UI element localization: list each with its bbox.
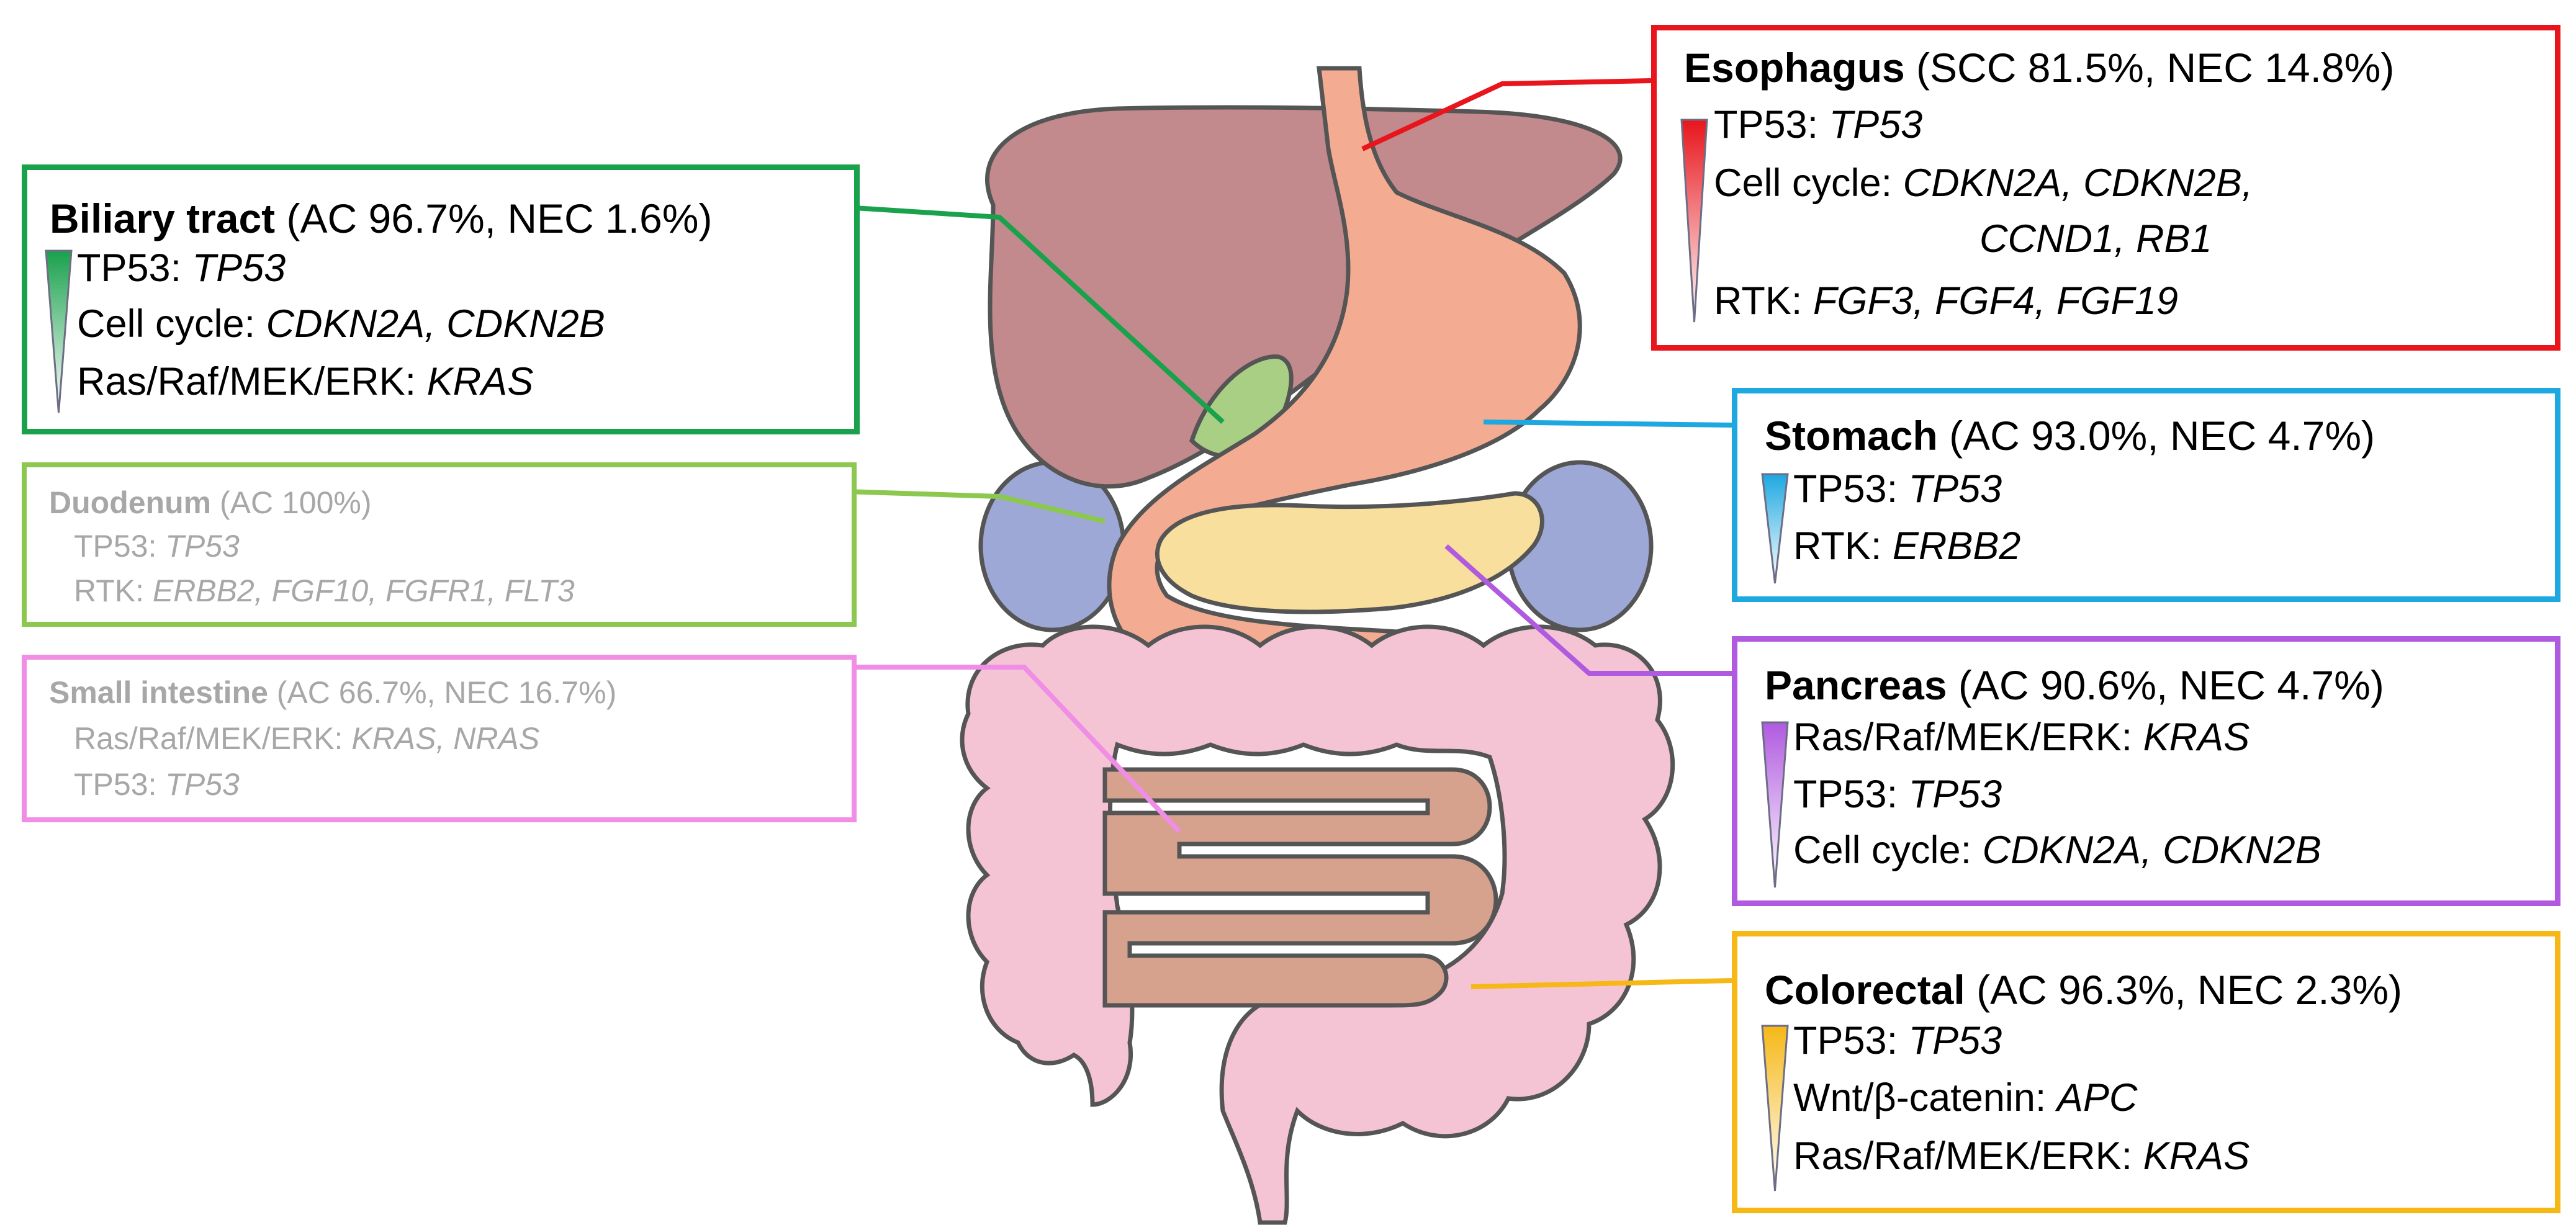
- colorectal-stats: (AC 96.3%, NEC 2.3%): [1965, 967, 2402, 1013]
- stomach-leader: [1483, 420, 1732, 428]
- stomach-box: Stomach (AC 93.0%, NEC 4.7%) TP53: TP53 …: [1732, 388, 2560, 602]
- stomach-title: Stomach (AC 93.0%, NEC 4.7%): [1765, 412, 2375, 459]
- pancreas-row-2: TP53: TP53: [1793, 773, 2002, 816]
- esophagus-row-2: Cell cycle: CDKN2A, CDKN2B,: [1714, 161, 2253, 205]
- pancreas-row-1: Ras/Raf/MEK/ERK: KRAS: [1793, 716, 2250, 759]
- colorectal-row-2: Wnt/β-catenin: APC: [1793, 1076, 2138, 1120]
- small-intestine-leader: [807, 665, 1181, 833]
- stomach-name: Stomach: [1765, 413, 1938, 459]
- esophagus-wedge: [1680, 119, 1708, 323]
- esophagus-leader: [1361, 78, 1652, 151]
- colorectal-row-1: TP53: TP53: [1793, 1019, 2002, 1062]
- duodenum-row-1: TP53: TP53: [74, 529, 240, 563]
- small-bowel: [1102, 767, 1498, 1008]
- colon: [960, 624, 1675, 1225]
- esophagus-row-3: CCND1, RB1: [1979, 217, 2212, 261]
- duodenum-box: Duodenum (AC 100%) TP53: TP53 RTK: ERBB2…: [22, 462, 857, 627]
- biliary-leader: [806, 202, 1225, 424]
- small-intestine-row-1: Ras/Raf/MEK/ERK: KRAS, NRAS: [74, 721, 540, 756]
- pancreas-row-3: Cell cycle: CDKN2A, CDKN2B: [1793, 828, 2322, 872]
- esophagus-row-4: RTK: FGF3, FGF4, FGF19: [1714, 279, 2178, 323]
- biliary-wedge: [45, 249, 73, 413]
- colorectal-leader: [1470, 978, 1732, 989]
- biliary-name: Biliary tract: [50, 195, 276, 241]
- esophagus-name: Esophagus: [1684, 45, 1905, 91]
- pancreas-leader: [1444, 544, 1732, 676]
- biliary-title: Biliary tract (AC 96.7%, NEC 1.6%): [50, 195, 712, 242]
- colorectal-box: Colorectal (AC 96.3%, NEC 2.3%) TP53: TP…: [1732, 931, 2560, 1213]
- duodenum-row-2: RTK: ERBB2, FGF10, FGFR1, FLT3: [74, 573, 575, 608]
- pancreas-organ: [1155, 491, 1544, 614]
- pancreas-title: Pancreas (AC 90.6%, NEC 4.7%): [1765, 662, 2384, 709]
- biliary-row-1: TP53: TP53: [77, 246, 286, 290]
- colorectal-title: Colorectal (AC 96.3%, NEC 2.3%): [1765, 966, 2402, 1013]
- biliary-row-2: Cell cycle: CDKN2A, CDKN2B: [77, 302, 605, 346]
- pancreas-name: Pancreas: [1765, 662, 1947, 708]
- pancreas-wedge: [1761, 721, 1789, 888]
- small-intestine-name: Small intestine: [49, 675, 268, 710]
- esophagus-box: Esophagus (SCC 81.5%, NEC 14.8%) TP53: T…: [1651, 25, 2560, 351]
- duodenum-stats: (AC 100%): [211, 485, 372, 520]
- biliary-box: Biliary tract (AC 96.7%, NEC 1.6%) TP53:…: [22, 164, 860, 434]
- biliary-stats: (AC 96.7%, NEC 1.6%): [275, 195, 713, 241]
- stomach-row-1: TP53: TP53: [1793, 467, 2002, 511]
- small-intestine-title: Small intestine (AC 66.7%, NEC 16.7%): [49, 675, 616, 711]
- colorectal-wedge: [1761, 1025, 1789, 1192]
- esophagus-row-1: TP53: TP53: [1714, 103, 1923, 146]
- stomach-row-2: RTK: ERBB2: [1793, 524, 2021, 568]
- pancreas-box: Pancreas (AC 90.6%, NEC 4.7%) Ras/Raf/ME…: [1732, 636, 2560, 906]
- stomach-organ: [1107, 66, 1582, 691]
- small-intestine-box: Small intestine (AC 66.7%, NEC 16.7%) Ra…: [22, 655, 857, 822]
- liver: [985, 105, 1623, 489]
- pancreas-stats: (AC 90.6%, NEC 4.7%): [1947, 662, 2384, 708]
- colorectal-row-3: Ras/Raf/MEK/ERK: KRAS: [1793, 1134, 2250, 1178]
- duodenum-title: Duodenum (AC 100%): [49, 485, 372, 521]
- esophagus-title: Esophagus (SCC 81.5%, NEC 14.8%): [1684, 44, 2394, 91]
- esophagus-stats: (SCC 81.5%, NEC 14.8%): [1904, 45, 2395, 91]
- duodenum-leader: [806, 488, 1106, 524]
- stomach-wedge: [1761, 473, 1789, 584]
- duodenum-name: Duodenum: [49, 485, 212, 520]
- colorectal-name: Colorectal: [1765, 967, 1965, 1013]
- small-intestine-stats: (AC 66.7%, NEC 16.7%): [268, 675, 617, 710]
- biliary-row-3: Ras/Raf/MEK/ERK: KRAS: [77, 360, 534, 403]
- stomach-stats: (AC 93.0%, NEC 4.7%): [1937, 413, 2375, 459]
- small-intestine-row-2: TP53: TP53: [74, 767, 240, 802]
